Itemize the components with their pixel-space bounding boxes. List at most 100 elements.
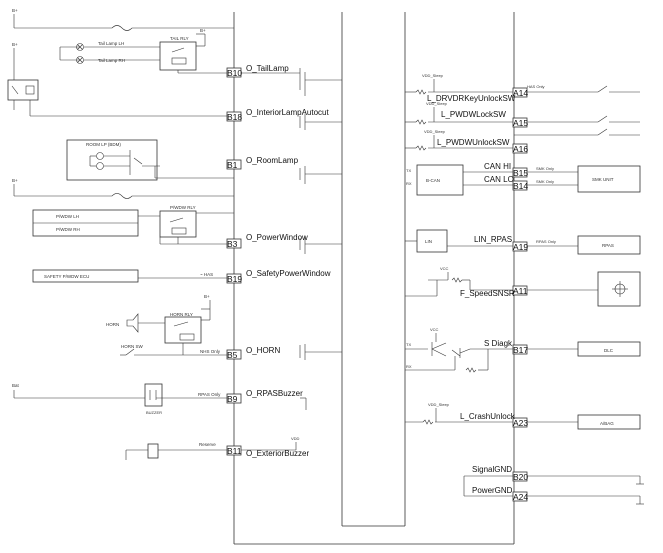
bplus-label-3: B+ <box>200 28 206 33</box>
horn-rly-label: HORN RLY <box>170 312 193 317</box>
horn-label: HORN <box>106 322 119 327</box>
dlc-label: DLC <box>604 348 614 353</box>
tail-lamp-circuit: B+ Tail Lamp LH Tail Lamp RH TAIL RLY B+ <box>7 28 234 117</box>
lamp-icon <box>76 56 84 64</box>
rpas-only-tag-right: RPAS Only <box>536 239 556 244</box>
bplus-label-4: B+ <box>12 178 18 183</box>
safety-pwdw-ecu-box <box>32 269 139 283</box>
sig-horn: O_HORN <box>246 346 280 355</box>
horn-circuit: HORN HORN RLY B+ HORN SW NHS Only <box>106 294 234 356</box>
rpas-label: RPAS <box>602 243 614 248</box>
rpas-buzzer-circuit: Bat BUZZER RPAS Only <box>12 383 234 415</box>
pin-b17: B17 <box>513 345 528 355</box>
pin-b10: B10 <box>227 68 242 78</box>
vdd-sleep-2: VDD_Sleep <box>426 101 448 106</box>
pin-b19: B19 <box>227 274 242 284</box>
abag-box <box>577 414 641 430</box>
smk-only-1: SMK Only <box>536 166 554 171</box>
room-lamp-circuit: ROOM LP (BDM) <box>66 139 234 181</box>
buzzer-box <box>144 383 163 407</box>
vdd-sleep-1: VDD_Sleep <box>422 73 444 78</box>
tx2-label: TX <box>406 342 411 347</box>
pin-b15: B15 <box>513 168 528 178</box>
pwdw-lh-label: P/WDW LH <box>56 214 79 219</box>
horn-icon <box>126 313 139 333</box>
sig-power-window: O_PowerWindow <box>246 233 308 242</box>
pin-a24: A24 <box>513 492 528 502</box>
smk-unit-box <box>577 165 641 193</box>
sig-speed-snsr: F_SpeedSNSR <box>460 289 515 298</box>
internal-drivers: VDD <box>234 68 342 451</box>
sig-rpas-buzzer: O_RPASBuzzer <box>246 389 303 398</box>
room-lamp-box <box>66 139 158 181</box>
smk-only-2: SMK Only <box>536 179 554 184</box>
smk-unit-label: SMK UNIT <box>592 177 614 182</box>
tail-relay-box <box>159 41 197 71</box>
lamp-icon <box>96 162 104 170</box>
sig-s-diagk: S Diagk <box>484 339 513 348</box>
sig-power-gnd: PowerGND <box>472 486 513 495</box>
vdd-sleep-4: VDD_Sleep <box>428 402 450 407</box>
bplus-rail-1: B+ <box>12 8 234 31</box>
switch-inputs: VDD_Sleep HAS Only VDD_Sleep VDD_Sleep <box>405 73 640 151</box>
rpas-box <box>577 235 641 255</box>
bat-label: Bat <box>12 383 20 388</box>
sig-can-hi: CAN HI <box>484 162 511 171</box>
nhs-only-tag: NHS Only <box>200 349 221 354</box>
lamp-icon <box>96 152 104 160</box>
pin-a14: A14 <box>513 88 528 98</box>
pwdw-relay-box <box>159 210 197 238</box>
safety-pwdw-circuit: SAFETY P/WDW ECU ~ HAS <box>32 269 234 283</box>
buzzer-label: BUZZER <box>146 410 162 415</box>
ext-buzzer-circuit: Reserve <box>125 442 234 460</box>
speed-sensor-circuit: VCC <box>405 266 641 307</box>
sig-pwdw-lock: L_PWDWLockSW <box>441 110 506 119</box>
sig-safety-pwdw: O_SafetyPowerWindow <box>246 269 331 278</box>
horn-relay-box <box>164 316 202 344</box>
sig-can-lo: CAN LO <box>484 175 514 184</box>
pin-b18: B18 <box>227 112 242 122</box>
sig-signal-gnd: SignalGND <box>472 465 512 474</box>
room-lp-label: ROOM LP (BDM) <box>86 142 121 147</box>
sig-key-unlock: L_DRVDRKeyUnlockSW <box>427 94 516 103</box>
right-pins: A14 L_DRVDRKeyUnlockSW A15 L_PWDWLockSW … <box>427 87 528 502</box>
pin-a16: A16 <box>513 144 528 154</box>
left-pins: B10 O_TailLamp B18 O_InteriorLampAutocut… <box>226 64 331 458</box>
vcc-2: VCC <box>430 327 439 332</box>
bplus-label-2: B+ <box>12 42 18 47</box>
pin-a15: A15 <box>513 118 528 128</box>
fuse-icon <box>111 193 133 199</box>
bplus-rail-2: B+ <box>12 178 234 199</box>
sig-room-lamp: O_RoomLamp <box>246 156 299 165</box>
pin-a23: A23 <box>513 418 528 428</box>
rx2-label: RX <box>406 364 412 369</box>
pin-a19: A19 <box>513 242 528 252</box>
pin-b11: B11 <box>227 446 242 456</box>
diag-circuit: VCC TX RX DLC <box>405 327 641 373</box>
tail-lamp-rh-label: Tail Lamp RH <box>98 58 125 63</box>
has-only-tag: HAS Only <box>527 84 545 89</box>
pin-b20: B20 <box>513 472 528 482</box>
vdd-sleep-3: VDD_Sleep <box>424 129 446 134</box>
power-window-circuit: P/WDW LH P/WDW RH P/WDW RLY <box>32 205 234 245</box>
rx-label: RX <box>406 181 412 186</box>
ground-circuit <box>463 475 644 505</box>
sig-pwdw-unlock: L_PWDWUnlockSW <box>437 138 510 147</box>
rpas-only-tag: RPAS Only <box>198 392 221 397</box>
horn-sw-label: HORN SW <box>121 344 144 349</box>
relay-box-icon <box>7 79 39 101</box>
has-tag: ~ HAS <box>200 272 213 277</box>
pin-b5: B5 <box>227 350 238 360</box>
can-circuit: B-CAN TX RX SMK Only SMK Only SMK UNIT <box>406 164 641 196</box>
bplus-horn: B+ <box>204 294 210 299</box>
lamp-icon <box>76 43 84 51</box>
tail-rly-label: TAIL RLY <box>170 36 189 41</box>
pin-b1: B1 <box>227 160 238 170</box>
pin-a11: A11 <box>513 286 528 296</box>
pin-b14: B14 <box>513 181 528 191</box>
bcan-label: B-CAN <box>426 178 440 183</box>
reserve-tag: Reserve <box>199 442 216 447</box>
ext-buzzer-icon <box>147 443 159 459</box>
sig-interior-lamp: O_InteriorLampAutocut <box>246 108 329 117</box>
